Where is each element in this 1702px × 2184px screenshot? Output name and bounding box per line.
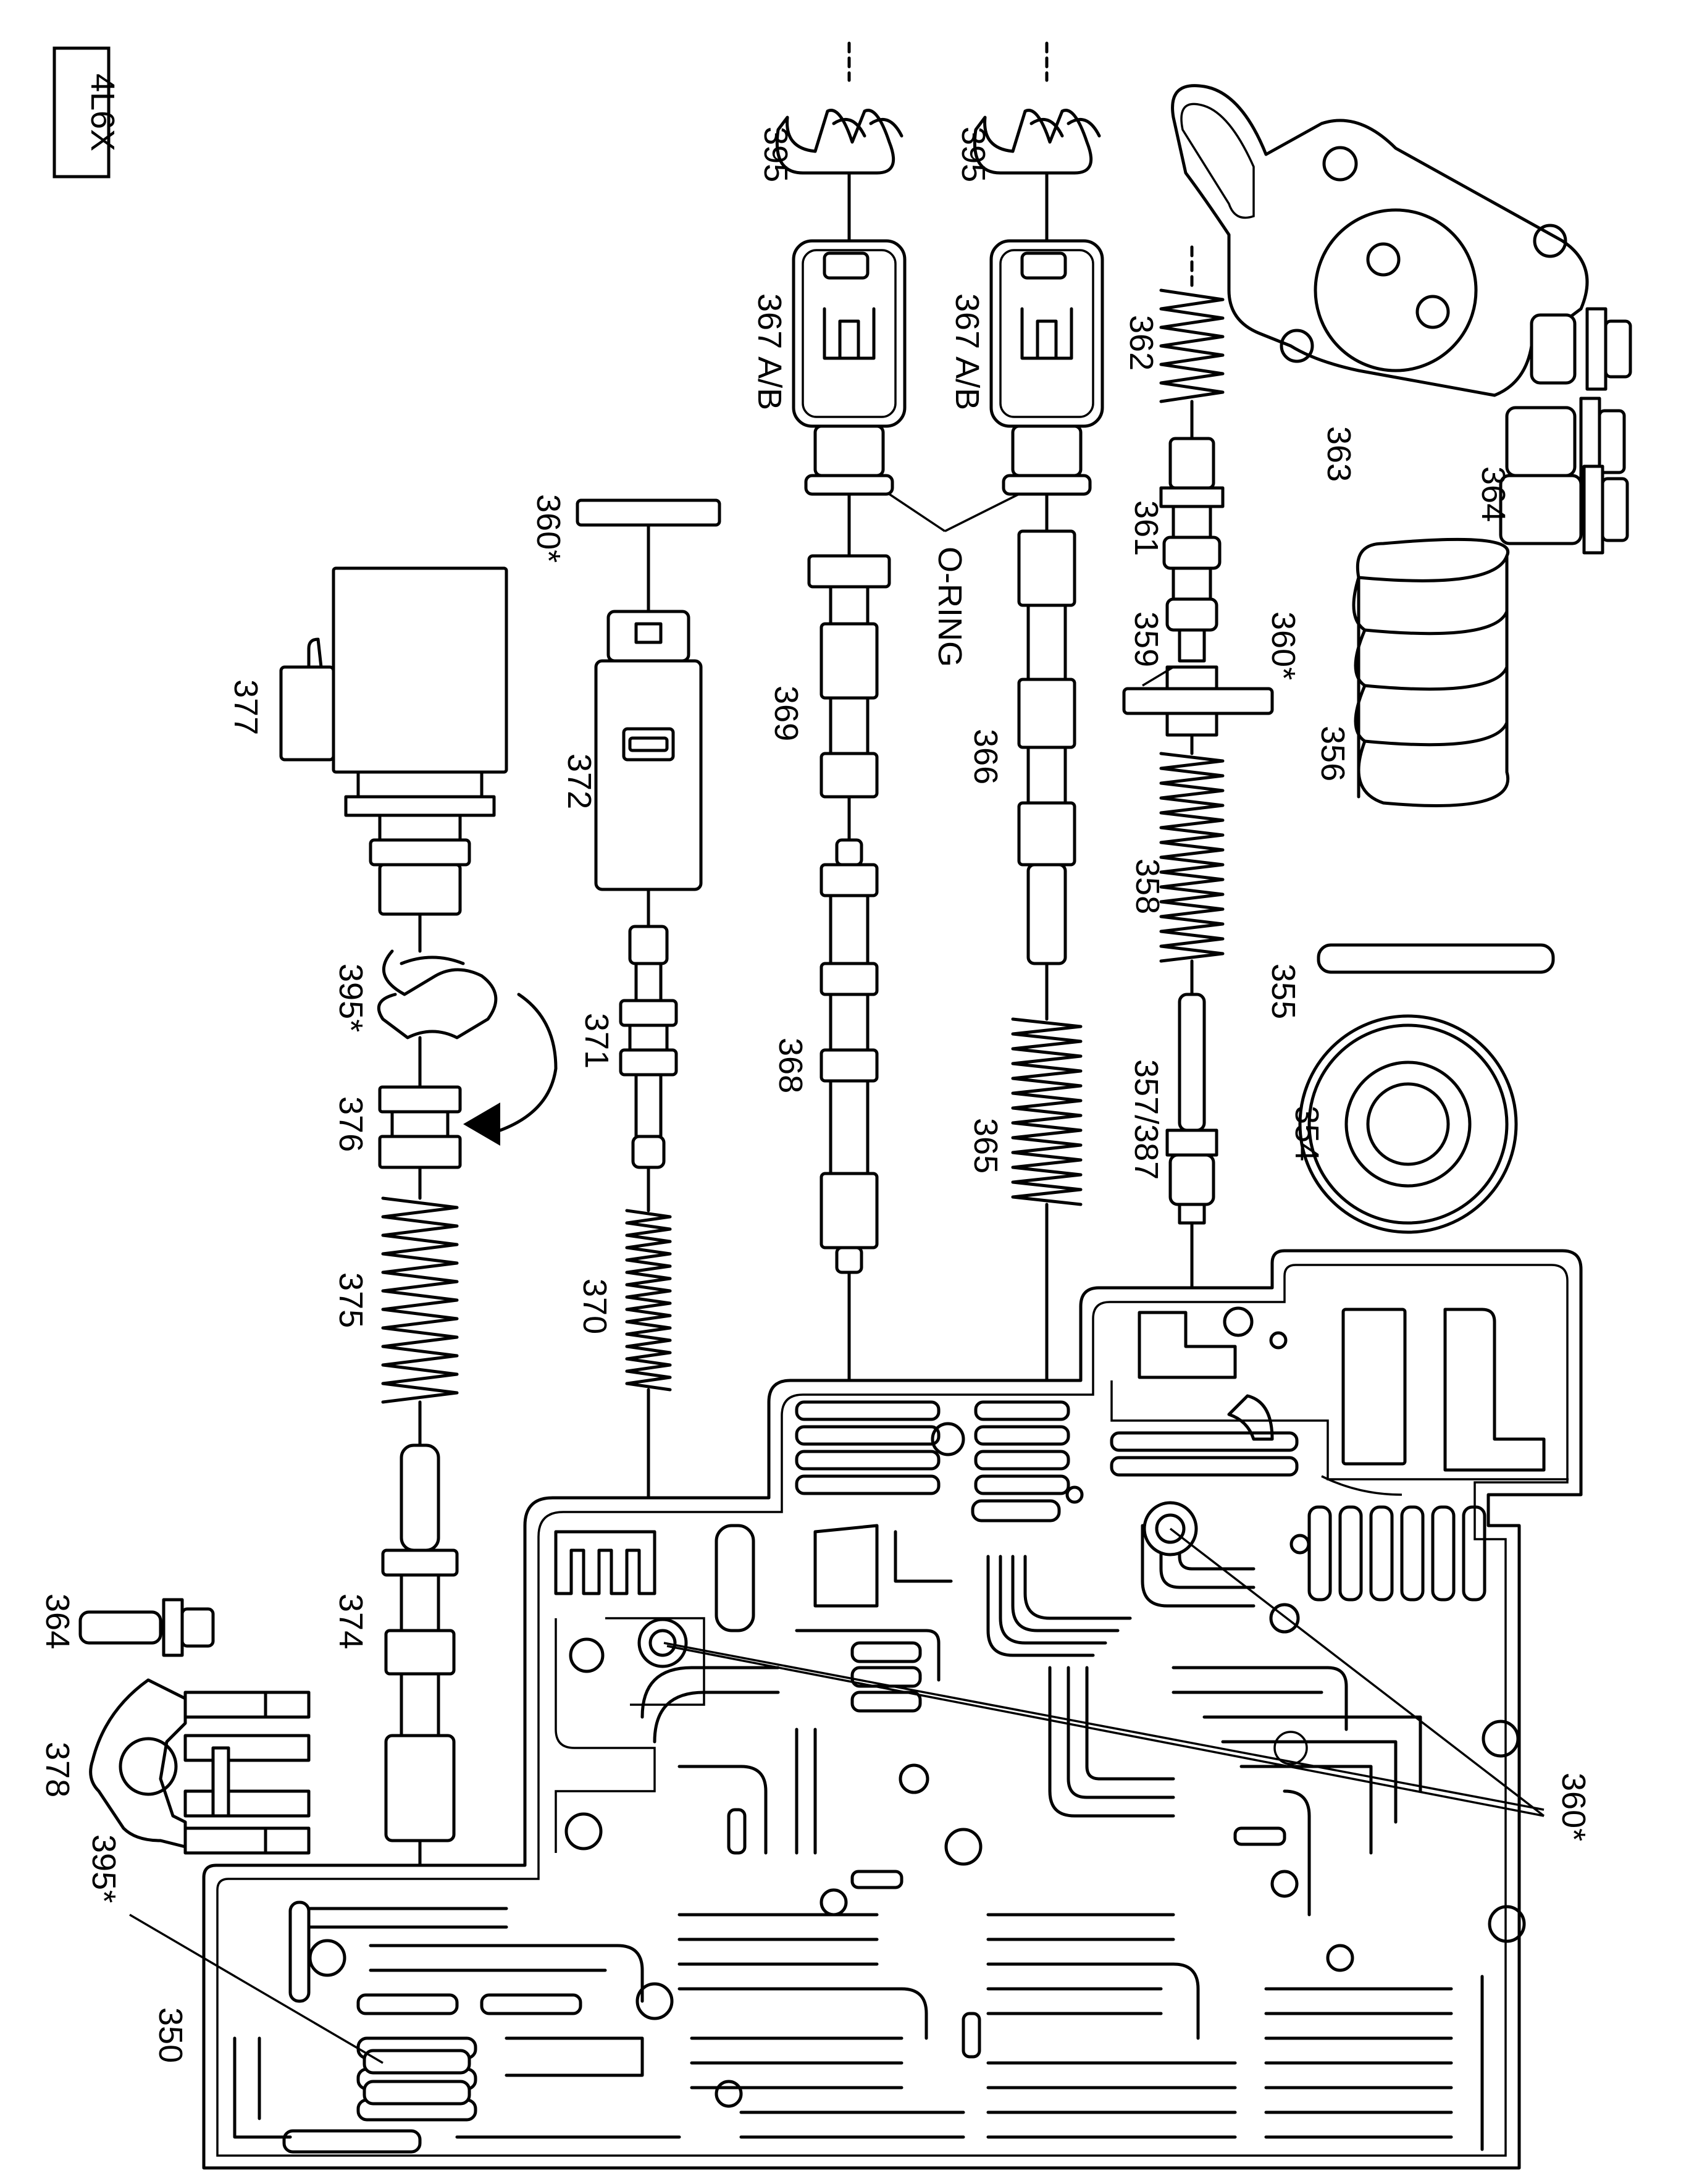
valve-body-350 xyxy=(202,1249,1583,2170)
label-374: 374 xyxy=(332,1594,369,1649)
piston-354 xyxy=(1298,1014,1518,1234)
shift-solenoid-b-train xyxy=(973,41,1104,1382)
label-361: 361 xyxy=(1128,500,1165,556)
bolts-364 xyxy=(1499,307,1632,555)
bracket-378 xyxy=(89,1678,311,1855)
label-356: 356 xyxy=(1314,726,1351,781)
label-395-b: 395 xyxy=(955,127,992,182)
svg-text:4L6X: 4L6X xyxy=(84,74,121,151)
label-375: 375 xyxy=(332,1272,369,1328)
label-376: 376 xyxy=(332,1096,369,1152)
label-378: 378 xyxy=(39,1742,76,1797)
label-360-top: 360* xyxy=(530,494,567,563)
label-358: 358 xyxy=(1129,859,1166,914)
bolt-364-left xyxy=(78,1598,215,1657)
label-372: 372 xyxy=(561,754,598,809)
label-367-a: 367 A/B xyxy=(751,293,788,410)
label-362: 362 xyxy=(1123,315,1160,371)
label-369: 369 xyxy=(768,686,805,741)
model-badge: 4L6X xyxy=(52,46,121,178)
label-364-top: 364 xyxy=(1475,466,1512,522)
label-377: 377 xyxy=(227,679,264,735)
label-360-valve-body: 360* xyxy=(1555,1773,1592,1841)
label-364-left: 364 xyxy=(39,1594,76,1649)
label-354: 354 xyxy=(1288,1106,1325,1161)
shift-solenoid-a-train xyxy=(775,41,907,1382)
label-366: 366 xyxy=(967,729,1004,784)
pressure-control-solenoid-train xyxy=(576,498,721,1500)
label-370: 370 xyxy=(576,1279,613,1334)
label-395-c: 395* xyxy=(332,964,369,1032)
label-355: 355 xyxy=(1265,964,1302,1019)
spring-356 xyxy=(1352,537,1510,807)
o-ring-callout: O-RING xyxy=(889,493,1020,667)
label-350: 350 xyxy=(152,2007,189,2063)
label-360-mid: 360* xyxy=(1265,611,1302,680)
leader-lines xyxy=(129,666,1545,2064)
label-371: 371 xyxy=(578,1013,615,1069)
label-363: 363 xyxy=(1320,426,1357,482)
torque-converter-clutch-train xyxy=(279,566,558,1867)
cover-plate-363 xyxy=(1171,84,1589,397)
part-labels: 395 395 367 A/B 367 A/B 362 363 364 361 … xyxy=(39,127,1592,2063)
regulator-valve-train xyxy=(1122,245,1274,1290)
label-359: 359 xyxy=(1128,611,1165,667)
pin-355 xyxy=(1317,943,1555,974)
label-367-b: 367 A/B xyxy=(949,293,986,410)
svg-text:O-RING: O-RING xyxy=(931,547,968,667)
label-365: 365 xyxy=(967,1118,1004,1174)
label-368: 368 xyxy=(772,1038,809,1093)
label-357-387: 357/387 xyxy=(1128,1059,1165,1180)
label-395-d: 395* xyxy=(85,1834,122,1903)
label-395-a: 395 xyxy=(757,127,794,182)
